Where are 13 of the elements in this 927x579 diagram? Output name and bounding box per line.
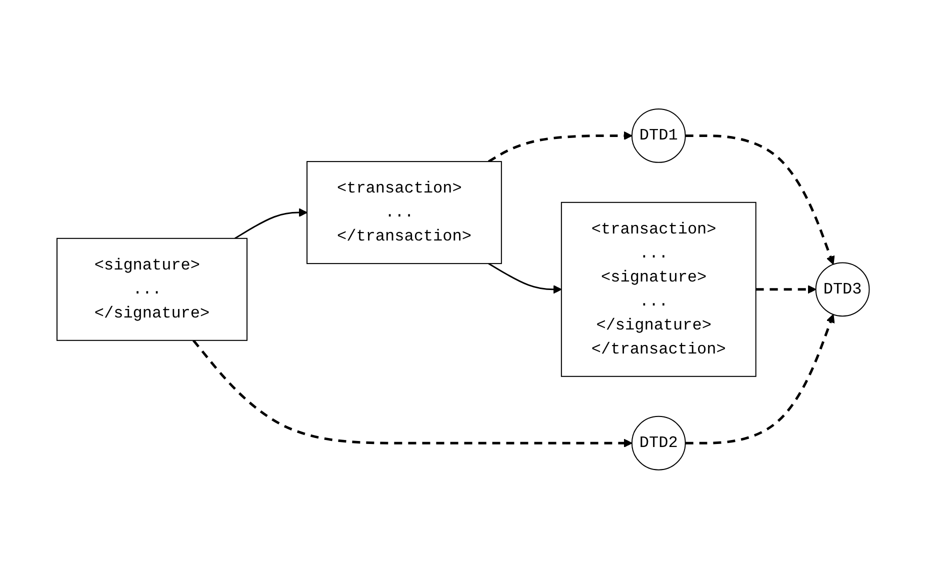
arrow xyxy=(192,340,633,448)
node-box: <transaction> ... <signature> ... </signature> </transaction> xyxy=(561,202,757,377)
node-circle: DTD1 xyxy=(632,108,686,163)
node-box: <signature> ... </signature> xyxy=(56,238,248,341)
node-circle: DTD2 xyxy=(632,416,686,470)
arrow xyxy=(488,263,562,294)
arrow xyxy=(488,131,633,163)
node-box: <transaction> ... </transaction> xyxy=(306,161,502,264)
arrow xyxy=(686,314,836,444)
arrow xyxy=(756,285,817,294)
arrow xyxy=(686,134,836,265)
arrow xyxy=(234,208,308,240)
node-circle: DTD3 xyxy=(816,262,870,317)
